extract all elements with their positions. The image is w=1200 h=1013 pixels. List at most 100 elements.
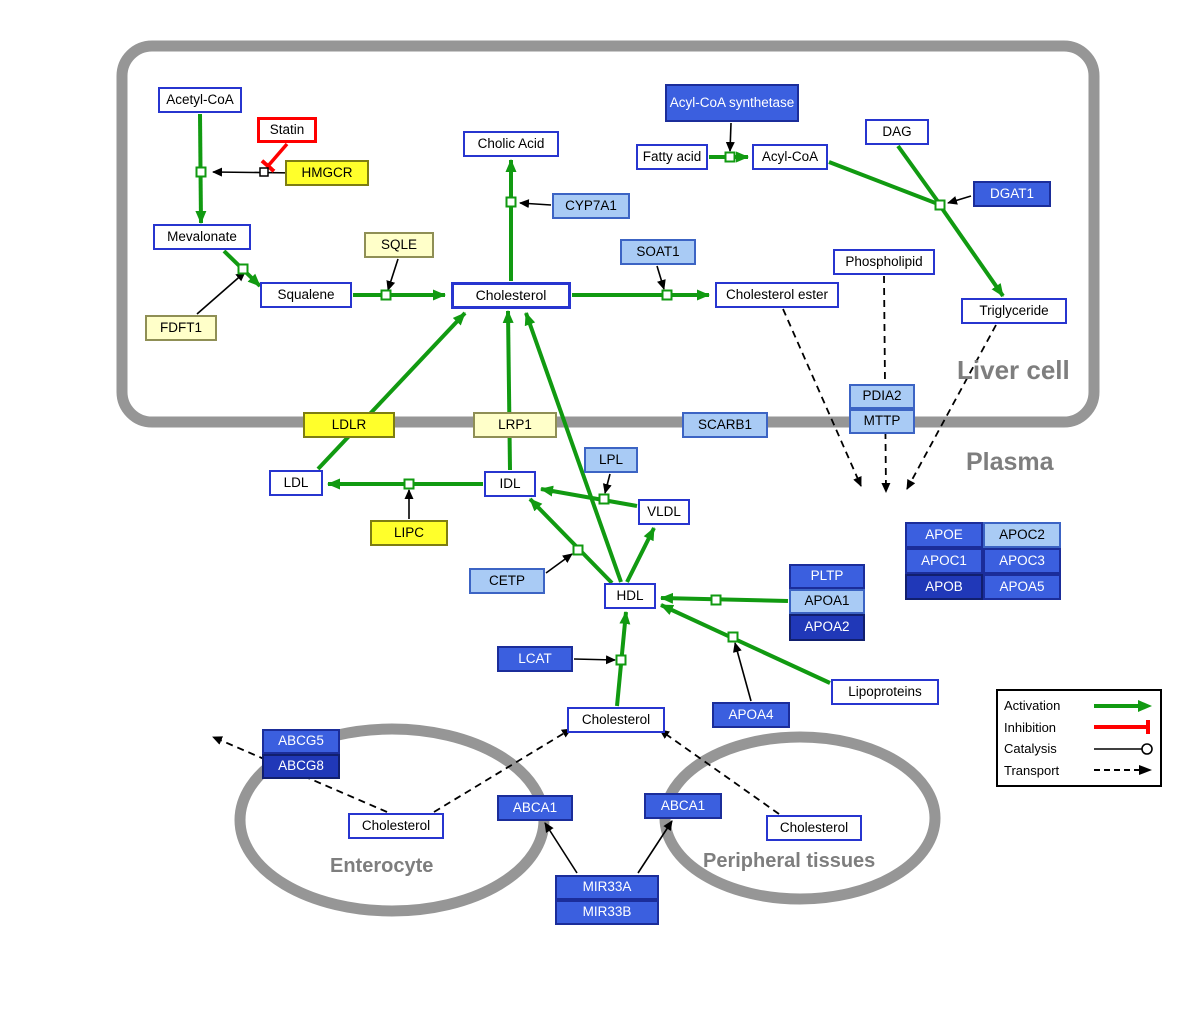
node-scarb1[interactable]: SCARB1 — [682, 412, 768, 438]
transport-edge — [433, 728, 572, 813]
catalysis-edge — [386, 258, 399, 291]
catalysis-edge — [573, 655, 616, 665]
legend-transport-label: Transport — [1004, 762, 1060, 778]
legend-item-inhibition: Inhibition — [1004, 717, 1154, 737]
node-cholic-acid[interactable]: Cholic Acid — [463, 131, 559, 157]
conversion-junction — [724, 151, 736, 163]
node-abcg8[interactable]: ABCG8 — [262, 753, 340, 779]
enterocyte-label: Enterocyte — [330, 855, 434, 877]
node-cholesterol-plasma[interactable]: Cholesterol — [567, 707, 665, 733]
node-dgat1[interactable]: DGAT1 — [973, 181, 1051, 207]
node-fdft1[interactable]: FDFT1 — [145, 315, 217, 341]
activation-edge — [660, 603, 831, 685]
inhibition-tbar-icon — [1094, 720, 1150, 735]
inhibition-edge — [260, 142, 289, 173]
node-apoa5[interactable]: APOA5 — [983, 574, 1061, 600]
node-lrp1[interactable]: LRP1 — [473, 412, 557, 438]
peripheral-tissues-label: Peripheral tissues — [703, 850, 876, 872]
node-hdl[interactable]: HDL — [604, 583, 656, 609]
node-lpl[interactable]: LPL — [584, 447, 638, 473]
activation-edge — [540, 485, 638, 508]
transport-edge — [782, 308, 862, 487]
node-vldl[interactable]: VLDL — [638, 499, 690, 525]
liver-cell-compartment — [116, 40, 1100, 428]
node-apoc1[interactable]: APOC1 — [905, 548, 983, 574]
activation-edge — [625, 527, 656, 583]
activation-edge — [896, 144, 941, 205]
node-pdia2[interactable]: PDIA2 — [849, 383, 915, 409]
node-mevalonate[interactable]: Mevalonate — [153, 224, 251, 250]
conversion-junction — [403, 478, 415, 490]
activation-edge — [828, 160, 939, 206]
node-cholesterol-ester[interactable]: Cholesterol ester — [715, 282, 839, 308]
liver-cell-label: Liver cell — [957, 355, 1070, 385]
activation-edge — [524, 312, 623, 583]
node-lipc[interactable]: LIPC — [370, 520, 448, 546]
catalysis-edge — [656, 265, 666, 290]
catalysis-edge — [637, 820, 673, 874]
node-abcg5[interactable]: ABCG5 — [262, 728, 340, 754]
transport-edge — [212, 736, 388, 813]
activation-edge — [660, 592, 789, 604]
node-apoa2[interactable]: APOA2 — [789, 613, 865, 641]
node-squalene[interactable]: Squalene — [260, 282, 352, 308]
activation-edge — [528, 497, 614, 585]
node-pltp[interactable]: PLTP — [789, 563, 865, 589]
transport-arrow-icon — [1094, 765, 1152, 776]
node-apob[interactable]: APOB — [905, 574, 983, 600]
conversion-junction — [505, 196, 517, 208]
conversion-junction — [710, 594, 722, 606]
node-apoc2[interactable]: APOC2 — [983, 522, 1061, 548]
node-apoa1[interactable]: APOA1 — [789, 588, 865, 614]
catalysis-edge — [733, 642, 752, 702]
conversion-junction — [727, 631, 739, 643]
node-mir33b[interactable]: MIR33B — [555, 899, 659, 925]
node-fatty-acid[interactable]: Fatty acid — [636, 144, 708, 170]
node-sqle[interactable]: SQLE — [364, 232, 434, 258]
node-phospholipid[interactable]: Phospholipid — [833, 249, 935, 275]
activation-edge — [939, 205, 1005, 298]
node-statin[interactable]: Statin — [257, 117, 317, 143]
junctions-group — [195, 151, 946, 666]
node-cetp[interactable]: CETP — [469, 568, 545, 594]
conversion-junction — [934, 199, 946, 211]
node-triglyceride[interactable]: Triglyceride — [961, 298, 1067, 324]
node-cholesterol-enterocyte[interactable]: Cholesterol — [348, 813, 444, 839]
node-abca1-enterocyte[interactable]: ABCA1 — [497, 795, 573, 821]
activation-arrow-icon — [1094, 699, 1152, 712]
node-hmgcr[interactable]: HMGCR — [285, 160, 369, 186]
catalysis-edge — [947, 195, 972, 205]
activation-edge — [502, 310, 514, 471]
node-idl[interactable]: IDL — [484, 471, 536, 497]
node-apoc3[interactable]: APOC3 — [983, 548, 1061, 574]
conversion-junction — [195, 166, 207, 178]
catalysis-anchor — [259, 167, 269, 177]
node-ldl[interactable]: LDL — [269, 470, 323, 496]
node-lipoproteins[interactable]: Lipoproteins — [831, 679, 939, 705]
node-mttp[interactable]: MTTP — [849, 408, 915, 434]
node-acyl-coa-synthetase[interactable]: Acyl-CoA synthetase — [665, 84, 799, 122]
node-ldlr[interactable]: LDLR — [303, 412, 395, 438]
conversion-junction — [380, 289, 392, 301]
node-dag[interactable]: DAG — [865, 119, 929, 145]
node-cholesterol-peripheral[interactable]: Cholesterol — [766, 815, 862, 841]
node-mir33a[interactable]: MIR33A — [555, 874, 659, 900]
catalysis-edge — [519, 199, 552, 209]
node-abca1-peripheral[interactable]: ABCA1 — [644, 793, 722, 819]
legend-inhibition-label: Inhibition — [1004, 719, 1057, 735]
node-lcat[interactable]: LCAT — [497, 646, 573, 672]
conversion-junction — [572, 544, 584, 556]
catalysis-edge — [602, 473, 612, 494]
node-apoe[interactable]: APOE — [905, 522, 983, 548]
node-acyl-coa[interactable]: Acyl-CoA — [752, 144, 828, 170]
node-apoa4[interactable]: APOA4 — [712, 702, 790, 728]
node-acetyl-coa[interactable]: Acetyl-CoA — [158, 87, 242, 113]
node-cyp7a1[interactable]: CYP7A1 — [552, 193, 630, 219]
legend-catalysis-label: Catalysis — [1004, 741, 1057, 757]
catalysis-edge — [196, 271, 246, 315]
legend-activation-label: Activation — [1004, 698, 1061, 714]
node-soat1[interactable]: SOAT1 — [620, 239, 696, 265]
node-cholesterol-liver[interactable]: Cholesterol — [451, 281, 571, 309]
